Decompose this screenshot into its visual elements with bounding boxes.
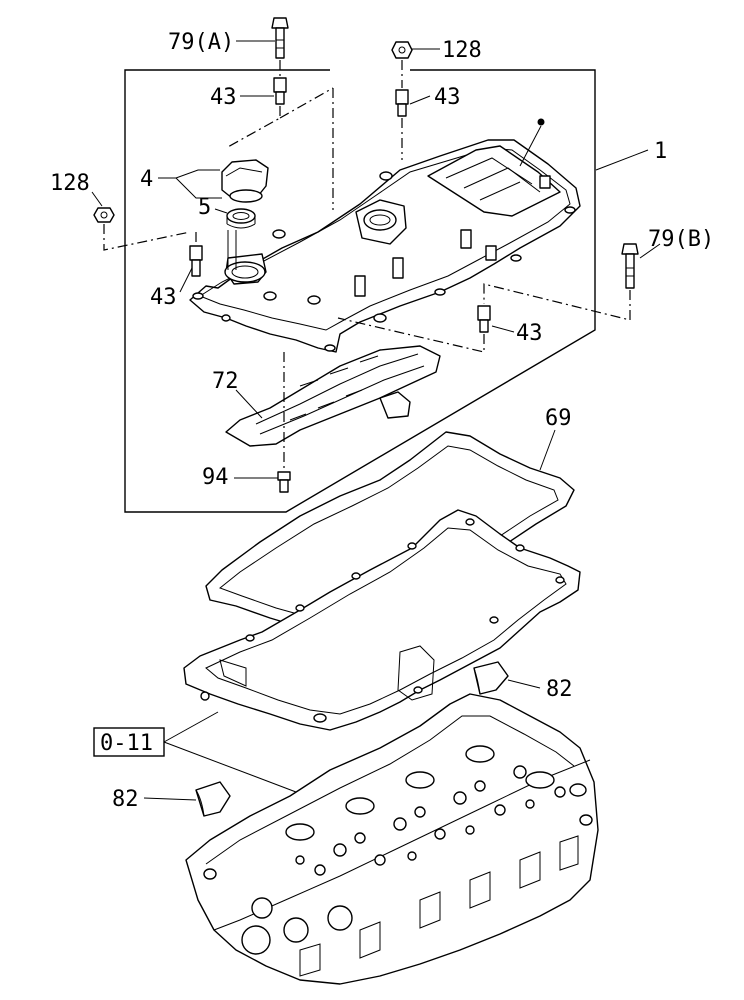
label-82-right: 82 [546, 677, 573, 702]
guide-connector [279, 87, 334, 119]
leader-43-rb [491, 325, 515, 333]
label-94: 94 [202, 465, 229, 490]
assembly-frame [124, 69, 596, 513]
bolt-79a [271, 17, 289, 59]
label-0-11: 0-11 [100, 731, 153, 756]
cylinder-head [185, 693, 599, 985]
leader-1 [595, 149, 649, 171]
bearing-cap-82-right [473, 661, 509, 695]
bolt-94 [277, 471, 291, 493]
leader-82-right [507, 679, 541, 689]
guide-43-tl [225, 106, 281, 149]
leader-69 [539, 429, 556, 471]
bolt-79b [621, 243, 639, 289]
seal-ring-5 [226, 208, 256, 229]
leader-5 [214, 208, 228, 214]
leader-79b [639, 243, 661, 259]
leader-0-11-bottom [163, 741, 297, 793]
nut-128-left [93, 207, 115, 223]
baffle-plate-72 [225, 345, 441, 447]
stud-43-top-right [395, 89, 409, 117]
leader-43-lb [179, 267, 193, 293]
head-cover [189, 139, 581, 353]
leader-dot [519, 125, 542, 167]
leader-72 [235, 389, 263, 419]
leader-4a [158, 169, 220, 179]
leader-82-left [143, 797, 197, 801]
nut-128-top [391, 41, 413, 59]
ref-box-0-11 [93, 727, 165, 757]
label-4: 4 [140, 167, 153, 192]
leader-43-tr [409, 95, 431, 105]
label-5: 5 [198, 195, 211, 220]
label-43-rb: 43 [516, 321, 543, 346]
label-43-lb: 43 [150, 285, 177, 310]
leader-0-11-top [163, 711, 219, 743]
label-43-tr: 43 [434, 85, 461, 110]
carrier-frame [183, 509, 581, 731]
leader-4b [175, 177, 222, 199]
label-1: 1 [654, 139, 667, 164]
label-128-top: 128 [442, 38, 482, 63]
marker-dot [537, 118, 545, 126]
stud-43-top-left [273, 77, 287, 105]
filler-cap-4 [221, 159, 269, 203]
leader-128-left [91, 191, 103, 207]
label-79a: 79(A) [168, 30, 234, 55]
bearing-cap-82-left [195, 781, 231, 817]
label-79b: 79(B) [648, 227, 714, 252]
guide-43-rb [337, 317, 485, 353]
guide-128-left [103, 224, 191, 251]
label-43-tl: 43 [210, 85, 237, 110]
label-82-left: 82 [112, 787, 139, 812]
stud-43-right-bottom [477, 305, 491, 333]
label-72: 72 [212, 369, 239, 394]
label-128-left: 128 [50, 171, 90, 196]
stud-43-left-bottom [189, 245, 203, 277]
guide-79b [483, 283, 631, 321]
label-69: 69 [545, 406, 572, 431]
